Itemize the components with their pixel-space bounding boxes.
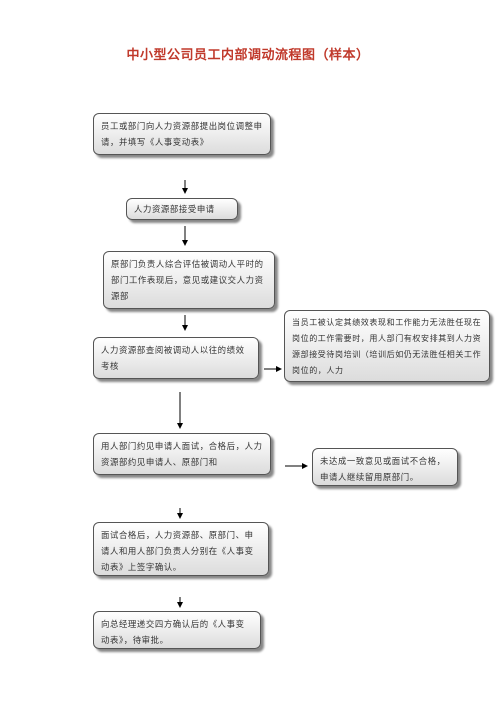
- step-hr-accepts: 人力资源部接受申请: [126, 198, 238, 220]
- page-title: 中小型公司员工内部调动流程图（样本）: [126, 48, 370, 63]
- step-submit-request: 员工或部门向人力资源部提出岗位调整申请，并填写《人事变动表》: [93, 113, 271, 155]
- step-sign-confirmation: 面试合格后，人力资源部、原部门、申请人和用人部门负责人分别在《人事变动表》上签字…: [93, 522, 269, 576]
- side-note-retraining: 当员工被认定其绩效表现和工作能力无法胜任现在岗位的工作需要时，用人部门有权安排其…: [284, 310, 490, 382]
- step-interview: 用人部门约见申请人面试，合格后，人力资源部约见申请人、原部门和: [93, 433, 271, 475]
- step-submit-to-gm: 向总经理递交四方确认后的《人事变动表》，待审批。: [93, 611, 261, 649]
- side-note-not-agreed: 未达成一致意见或面试不合格，申请人继续留用原部门。: [312, 448, 458, 486]
- step-original-dept-evaluation: 原部门负责人综合评估被调动人平时的部门工作表现后，意见或建议交人力资源部: [103, 251, 275, 309]
- step-hr-review-performance: 人力资源部查阅被调动人以往的绩效考核: [93, 337, 259, 379]
